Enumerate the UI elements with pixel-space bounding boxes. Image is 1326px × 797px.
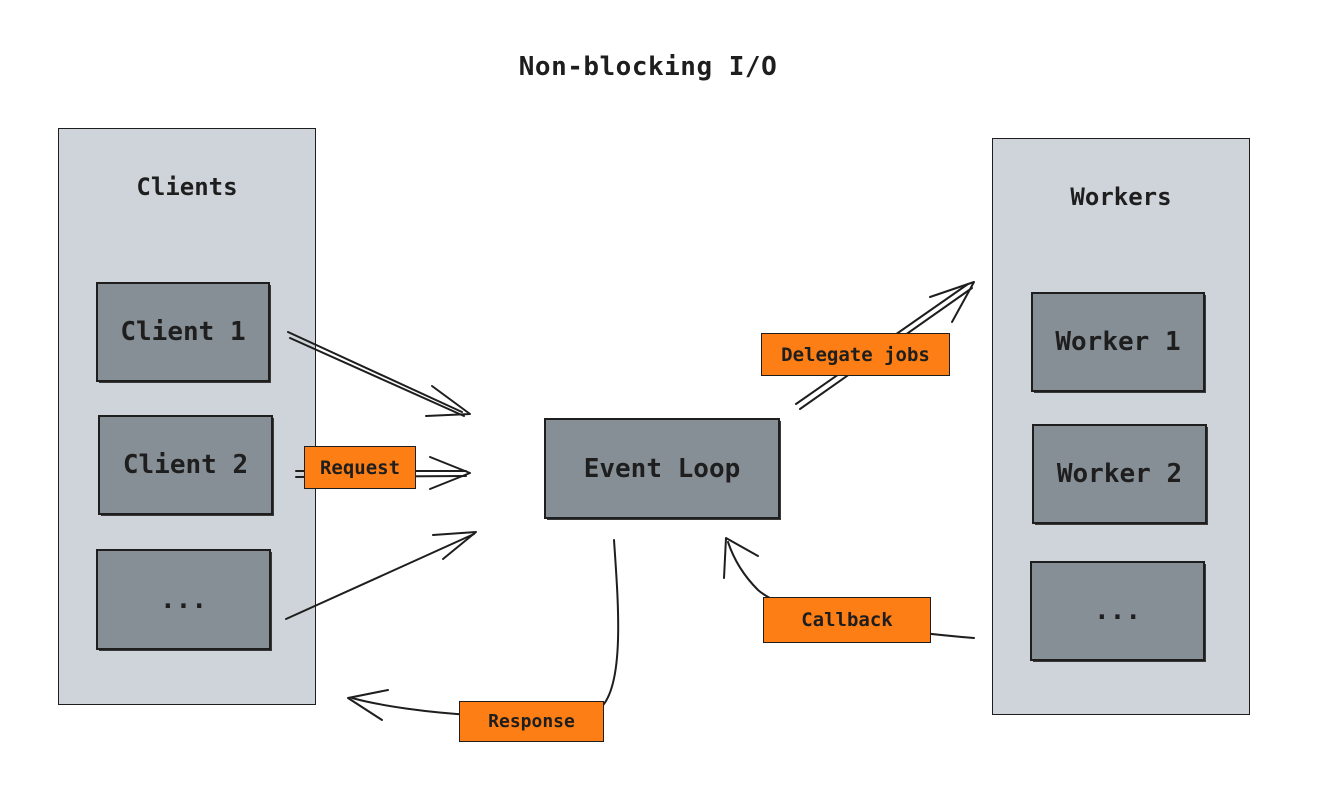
client-2-node: Client 2 [98, 415, 273, 515]
client-more-to-event-loop-arrow [285, 531, 477, 620]
workers-panel-title: Workers [1070, 183, 1172, 211]
worker-1-node: Worker 1 [1031, 292, 1205, 392]
worker-more-node: ... [1030, 561, 1205, 661]
client-1-node: Client 1 [96, 282, 270, 382]
clients-panel-title: Clients [136, 173, 238, 201]
response-label: Response [459, 701, 604, 742]
client-more-node: ... [96, 549, 271, 650]
client-1-to-event-loop-arrow [287, 331, 471, 417]
callback-label: Callback [763, 597, 931, 643]
request-label: Request [304, 446, 416, 489]
worker-2-node: Worker 2 [1032, 424, 1207, 524]
delegate-jobs-label: Delegate jobs [761, 333, 950, 376]
response-arrow [347, 539, 620, 721]
diagram-title: Non-blocking I/O [518, 52, 778, 82]
event-loop-node: Event Loop [544, 418, 780, 519]
